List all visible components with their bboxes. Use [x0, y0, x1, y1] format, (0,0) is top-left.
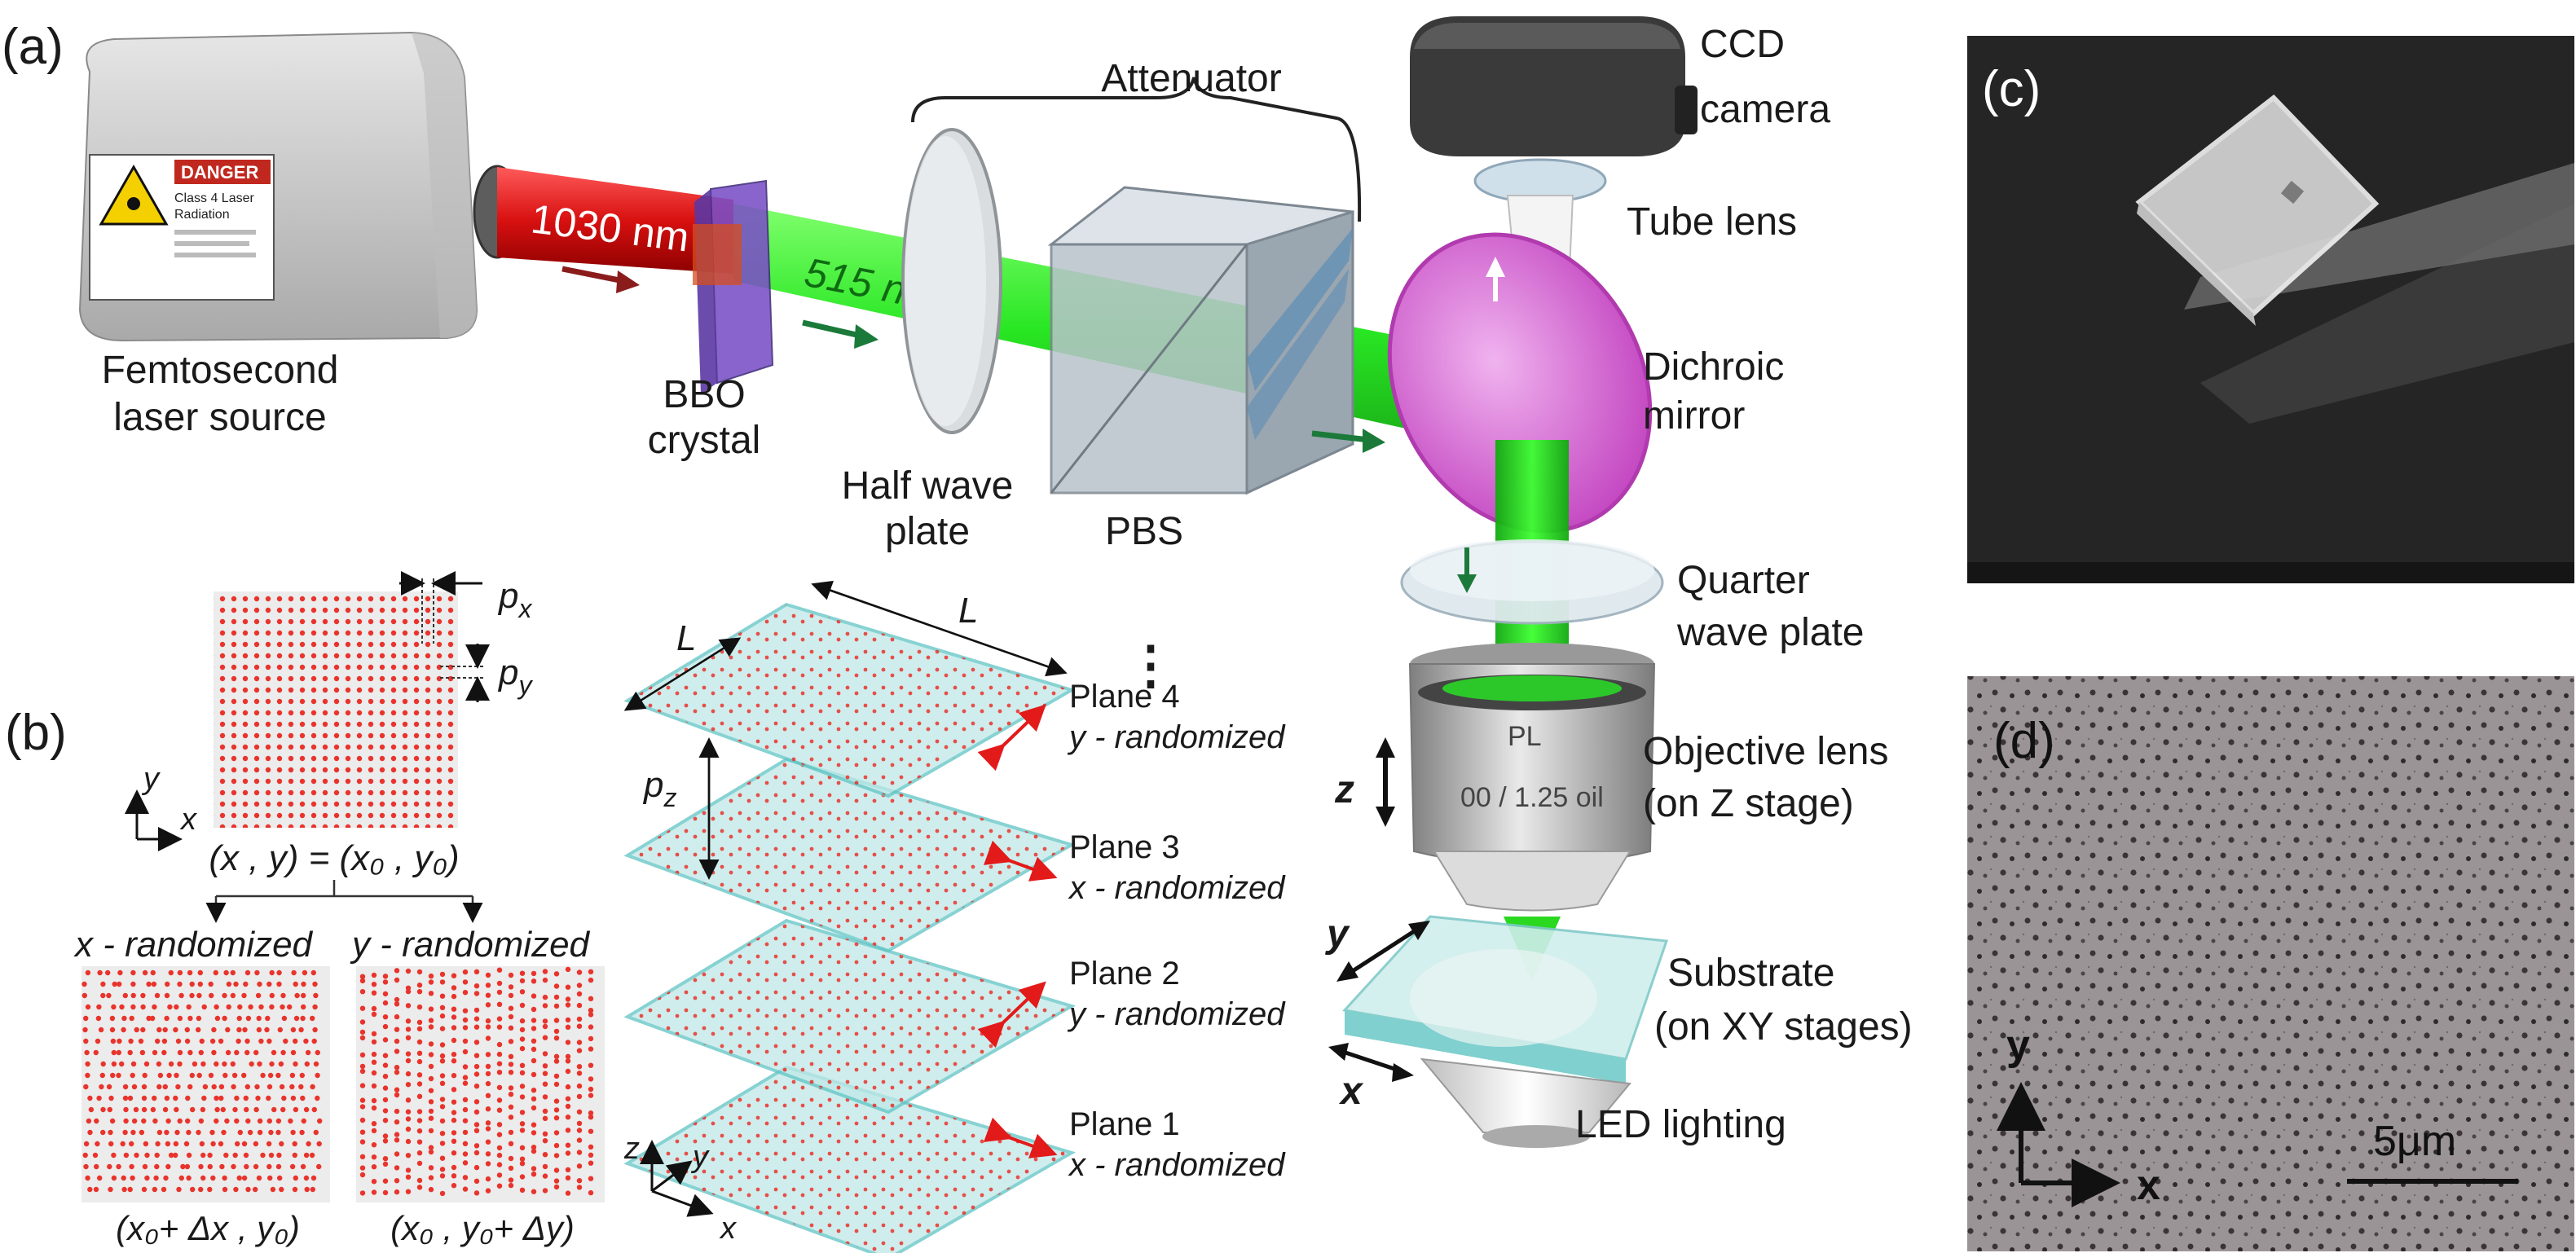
py-annotation	[440, 644, 490, 702]
ir-beam-1030nm: 1030 nm	[497, 167, 733, 274]
y-stage-arrow	[1336, 921, 1430, 982]
objective-text-line1: PL	[1508, 721, 1542, 752]
px-annotation	[399, 571, 482, 644]
dichroic-mirror	[1387, 232, 1653, 534]
green-direction-arrow-1	[802, 319, 878, 349]
hwp-label-line1: Half wave	[842, 464, 1014, 508]
plane-randomization: y - randomized	[1067, 719, 1286, 755]
tube-lens-label: Tube lens	[1627, 200, 1797, 244]
grid-axis-x: x	[179, 802, 198, 837]
3d-axis-y: y	[690, 1140, 710, 1174]
plane-name: Plane 3	[1069, 829, 1180, 865]
glass-plane	[623, 757, 1077, 953]
py-label: py	[497, 653, 533, 700]
plane-name: Plane 1	[1069, 1106, 1180, 1142]
danger-label: DANGER Class 4 Laser Radiation	[89, 154, 275, 301]
x-randomized-equation: (x₀+ Δx , y₀)	[116, 1209, 300, 1247]
plane-randomization: x - randomized	[1068, 1147, 1286, 1183]
led-lighting	[1420, 1057, 1631, 1148]
plane-name: Plane 4	[1069, 679, 1180, 714]
3d-axis-z: z	[623, 1132, 640, 1166]
px-label: px	[497, 576, 532, 623]
photo-sample-panel	[1967, 36, 2574, 583]
grid-equation: (x , y) = (x₀ , y₀)	[209, 838, 459, 878]
danger-line2: Radiation	[174, 208, 230, 222]
qwp-label-line2: wave plate	[1676, 611, 1864, 654]
scale-bar-label: 5μm	[2373, 1118, 2456, 1165]
panel-label-b: (b)	[5, 705, 67, 761]
x-stage-label: x	[1338, 1070, 1364, 1113]
z-stage-arrow	[1376, 737, 1395, 827]
danger-line1: Class 4 Laser	[174, 191, 254, 205]
plane-arrow	[983, 840, 1058, 881]
microscope-image-panel	[1967, 676, 2574, 1251]
plane-arrow	[977, 704, 1046, 772]
ccd-camera	[1410, 16, 1698, 156]
glass-plane	[623, 918, 1077, 1115]
dichroic-label-line1: Dichroic	[1643, 345, 1784, 389]
L-label-2: L	[958, 591, 978, 631]
L-annotation	[623, 580, 1068, 711]
objective-label-line2: (on Z stage)	[1643, 782, 1854, 825]
qwp-label-line1: Quarter	[1677, 559, 1810, 602]
panel-label-c: (c)	[1982, 61, 2041, 117]
objective-label-line1: Objective lens	[1643, 730, 1888, 773]
led-label: LED lighting	[1575, 1103, 1786, 1146]
branch-arrows	[205, 880, 483, 923]
L-label-1: L	[676, 618, 696, 658]
pbs-label: PBS	[1105, 510, 1183, 553]
laser-label-line1: Femtosecond	[102, 349, 339, 392]
attenuator-label: Attenuator	[1101, 57, 1282, 100]
plane-arrow	[983, 1117, 1058, 1158]
panel-label-d: (d)	[1993, 713, 2055, 769]
pz-label: pz	[642, 765, 676, 812]
grid-axis	[125, 789, 183, 851]
plane-randomization: x - randomized	[1068, 870, 1286, 906]
bbo-crystal	[693, 179, 774, 394]
image-axis-y: y	[2006, 1022, 2030, 1069]
image-axis-x: x	[2137, 1162, 2160, 1209]
quarter-wave-plate	[1400, 539, 1664, 625]
x-stage-arrow	[1328, 1043, 1414, 1082]
objective-lens: PL 00 / 1.25 oil	[1408, 643, 1656, 912]
more-planes-dots: ⋮	[1125, 635, 1177, 694]
3d-axis-x: x	[719, 1211, 738, 1246]
grid-axis-y: y	[141, 762, 161, 796]
substrate-label-line1: Substrate	[1667, 952, 1834, 995]
panel-label-a: (a)	[2, 19, 64, 75]
ir-direction-arrow	[561, 266, 640, 293]
y-randomized-title: y - randomized	[350, 925, 591, 965]
z-stage-label: z	[1334, 768, 1354, 811]
substrate-label-line2: (on XY stages)	[1654, 1005, 1913, 1049]
bbo-label-line1: BBO	[663, 373, 745, 416]
x-randomized-title: x - randomized	[73, 925, 314, 965]
y-stage-label: y	[1325, 912, 1350, 956]
objective-text-line2: 00 / 1.25 oil	[1460, 782, 1604, 813]
ccd-label-line1: CCD	[1700, 23, 1785, 66]
plane-name: Plane 2	[1069, 956, 1180, 991]
substrate	[1342, 915, 1669, 1084]
glass-plane	[623, 1065, 1077, 1253]
laser-warning-icon	[99, 164, 169, 226]
femtosecond-laser-box: DANGER Class 4 Laser Radiation	[78, 31, 522, 342]
danger-title: DANGER	[181, 162, 258, 182]
attenuator-brace	[911, 77, 1362, 222]
green-down-arrow	[1457, 547, 1477, 593]
image-axes	[1997, 1082, 2120, 1207]
green-direction-arrow-2	[1311, 429, 1385, 453]
3d-axes	[640, 1140, 714, 1217]
laser-label-line2: laser source	[113, 396, 326, 439]
bbo-label-line2: crystal	[648, 419, 761, 462]
ccd-label-line2: camera	[1700, 88, 1830, 131]
y-randomized-equation: (x₀ , y₀+ Δy)	[390, 1209, 575, 1247]
dichroic-label-line2: mirror	[1643, 394, 1745, 437]
hwp-label-line2: plate	[885, 510, 970, 553]
pbs-cube	[1047, 186, 1354, 495]
plane-arrow	[977, 981, 1046, 1049]
plane-randomization: y - randomized	[1067, 996, 1286, 1032]
half-wave-plate	[901, 128, 1002, 434]
